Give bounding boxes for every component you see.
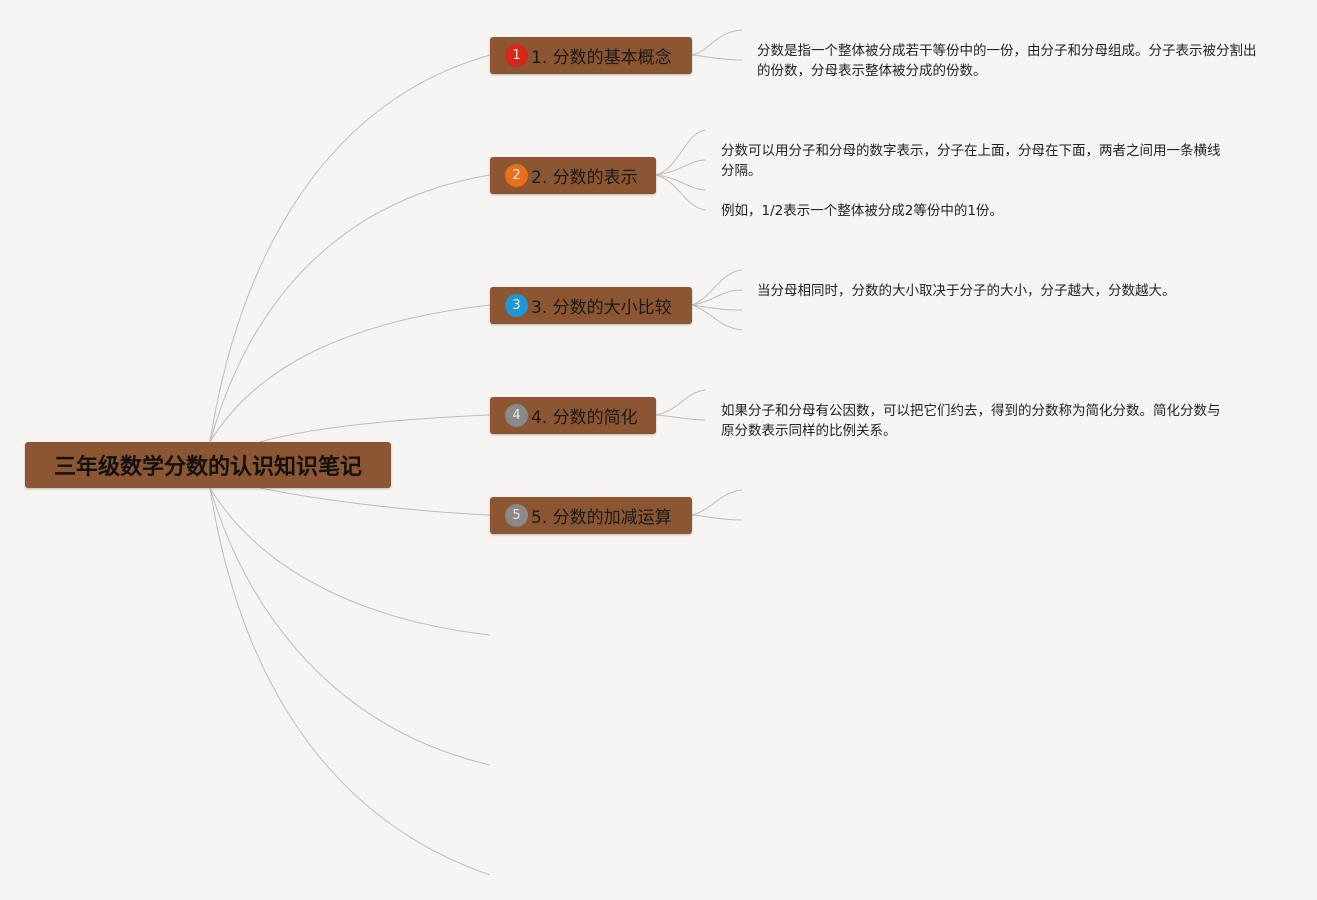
branch-label-2: 2. 分数的表示	[531, 168, 638, 188]
link-root-branch-3	[209, 304, 491, 443]
link-root-branch-4	[259, 414, 491, 443]
note-representation-example[interactable]: 例如，1/2表示一个整体被分成2等份中的1份。	[721, 203, 1003, 219]
note-basic-concept[interactable]: 分数是指一个整体被分成若干等份中的一份，由分子和分母组成。分子表示被分割出的份数…	[757, 43, 1257, 79]
root-node[interactable]: 三年级数学分数的认识知识笔记	[25, 442, 391, 488]
branch-node-2[interactable]: 2 2. 分数的表示	[490, 157, 656, 194]
link-root-empty-8	[209, 487, 491, 876]
priority-4-icon: 4	[505, 404, 528, 427]
link-root-branch-1	[209, 54, 491, 443]
branch-node-3[interactable]: 3 3. 分数的大小比较	[490, 287, 692, 324]
link-root-empty-6	[209, 487, 491, 636]
note-representation[interactable]: 分数可以用分子和分母的数字表示，分子在上面，分母在下面，两者之间用一条横线分隔。	[721, 143, 1221, 179]
link-root-branch-5	[259, 487, 491, 516]
branch-label-1: 1. 分数的基本概念	[531, 48, 672, 68]
root-title: 三年级数学分数的认识知识笔记	[53, 455, 362, 480]
priority-1-icon: 1	[505, 44, 528, 67]
branch-label-4: 4. 分数的简化	[531, 408, 638, 428]
note-comparison[interactable]: 当分母相同时，分数的大小取决于分子的大小，分子越大，分数越大。	[757, 283, 1176, 299]
priority-5-icon: 5	[505, 504, 528, 527]
branch-node-4[interactable]: 4 4. 分数的简化	[490, 397, 656, 434]
link-root-empty-7	[209, 487, 491, 766]
branch-node-5[interactable]: 5 5. 分数的加减运算	[490, 497, 692, 534]
link-root-branch-2	[209, 174, 491, 443]
branch-label-5: 5. 分数的加减运算	[531, 508, 672, 528]
priority-3-icon: 3	[505, 294, 528, 317]
note-simplification[interactable]: 如果分子和分母有公因数，可以把它们约去，得到的分数称为简化分数。简化分数与原分数…	[721, 403, 1221, 439]
branch-label-3: 3. 分数的大小比较	[531, 298, 672, 318]
priority-2-icon: 2	[505, 164, 528, 187]
branch-node-1[interactable]: 1 1. 分数的基本概念	[490, 37, 692, 74]
